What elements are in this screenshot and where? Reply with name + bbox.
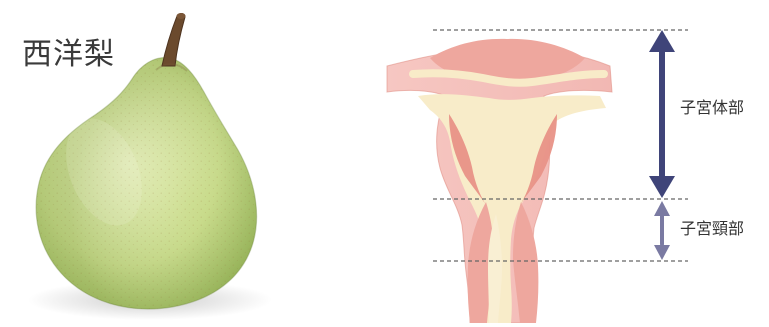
uterine-body-arrow-bottom — [649, 176, 675, 198]
cervix-label: 子宮頸部 — [680, 221, 744, 237]
uterine-body-arrow-top — [649, 30, 675, 52]
cervix-measurement — [654, 201, 670, 260]
uterine-body-label: 子宮体部 — [680, 100, 744, 116]
pear-shading — [36, 58, 257, 309]
pear-label: 西洋梨 — [22, 40, 115, 70]
uterus-diagram — [387, 39, 612, 323]
pear-stem — [162, 13, 185, 66]
uterine-body-measurement — [649, 30, 675, 198]
cervix-arrow-bottom — [654, 245, 670, 260]
pear-stem-tip — [177, 13, 186, 19]
cervix-arrow-top — [654, 201, 670, 216]
